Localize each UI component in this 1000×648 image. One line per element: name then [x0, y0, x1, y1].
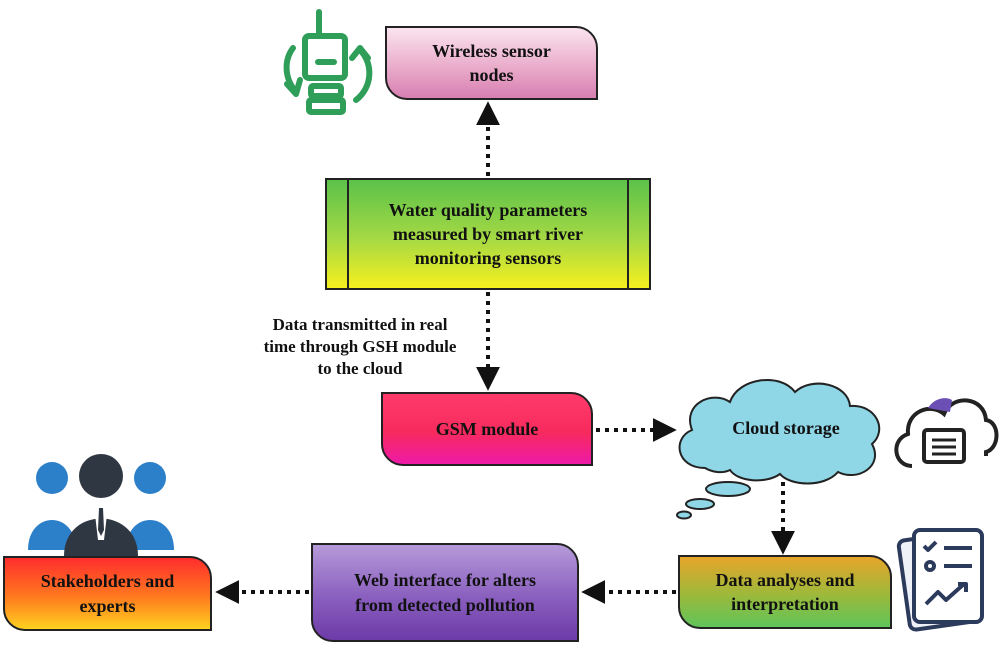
annotation-line: Data transmitted in real — [272, 315, 448, 334]
node-label-line: experts — [79, 595, 136, 616]
node-label-line: GSM module — [435, 418, 539, 439]
node-label-line: from detected pollution — [355, 594, 535, 615]
node-label-line: nodes — [469, 65, 514, 85]
people-group-icon — [28, 454, 174, 556]
node-label-line: monitoring sensors — [414, 248, 562, 269]
node-stakeholders-experts: Stakeholders and experts — [3, 556, 212, 631]
node-wireless-sensor-nodes: Wireless sensor nodes — [385, 26, 598, 100]
node-label-line: Web interface for alters — [353, 570, 537, 591]
node-data-analyses: Data analyses and interpretation — [678, 555, 892, 629]
annotation-line: time through GSH module — [263, 337, 457, 357]
node-label-line: Data analyses and — [715, 569, 855, 590]
process-bar-right — [627, 180, 649, 288]
node-cloud-storage-label: Cloud storage — [732, 418, 840, 438]
sensor-device-icon — [283, 9, 373, 115]
transmission-annotation: Data transmitted in real time through GS… — [238, 314, 482, 380]
cloud-server-icon — [894, 398, 999, 468]
node-label-line: Wireless sensor — [432, 40, 551, 61]
node-water-quality-parameters: Water quality parameters measured by sma… — [325, 178, 651, 290]
node-label-line: Water quality parameters — [388, 199, 588, 220]
annotation-line: to the cloud — [317, 359, 403, 379]
report-checklist-icon — [896, 528, 984, 632]
process-bar-left — [327, 180, 349, 288]
node-label-line: measured by smart river — [392, 223, 584, 244]
node-gsm-module: GSM module — [381, 392, 593, 466]
node-web-interface: Web interface for alters from detected p… — [311, 543, 579, 642]
cloud-storage-shape — [676, 378, 881, 520]
node-label-line: Stakeholders and — [40, 571, 175, 592]
node-label-line: interpretation — [731, 594, 839, 614]
